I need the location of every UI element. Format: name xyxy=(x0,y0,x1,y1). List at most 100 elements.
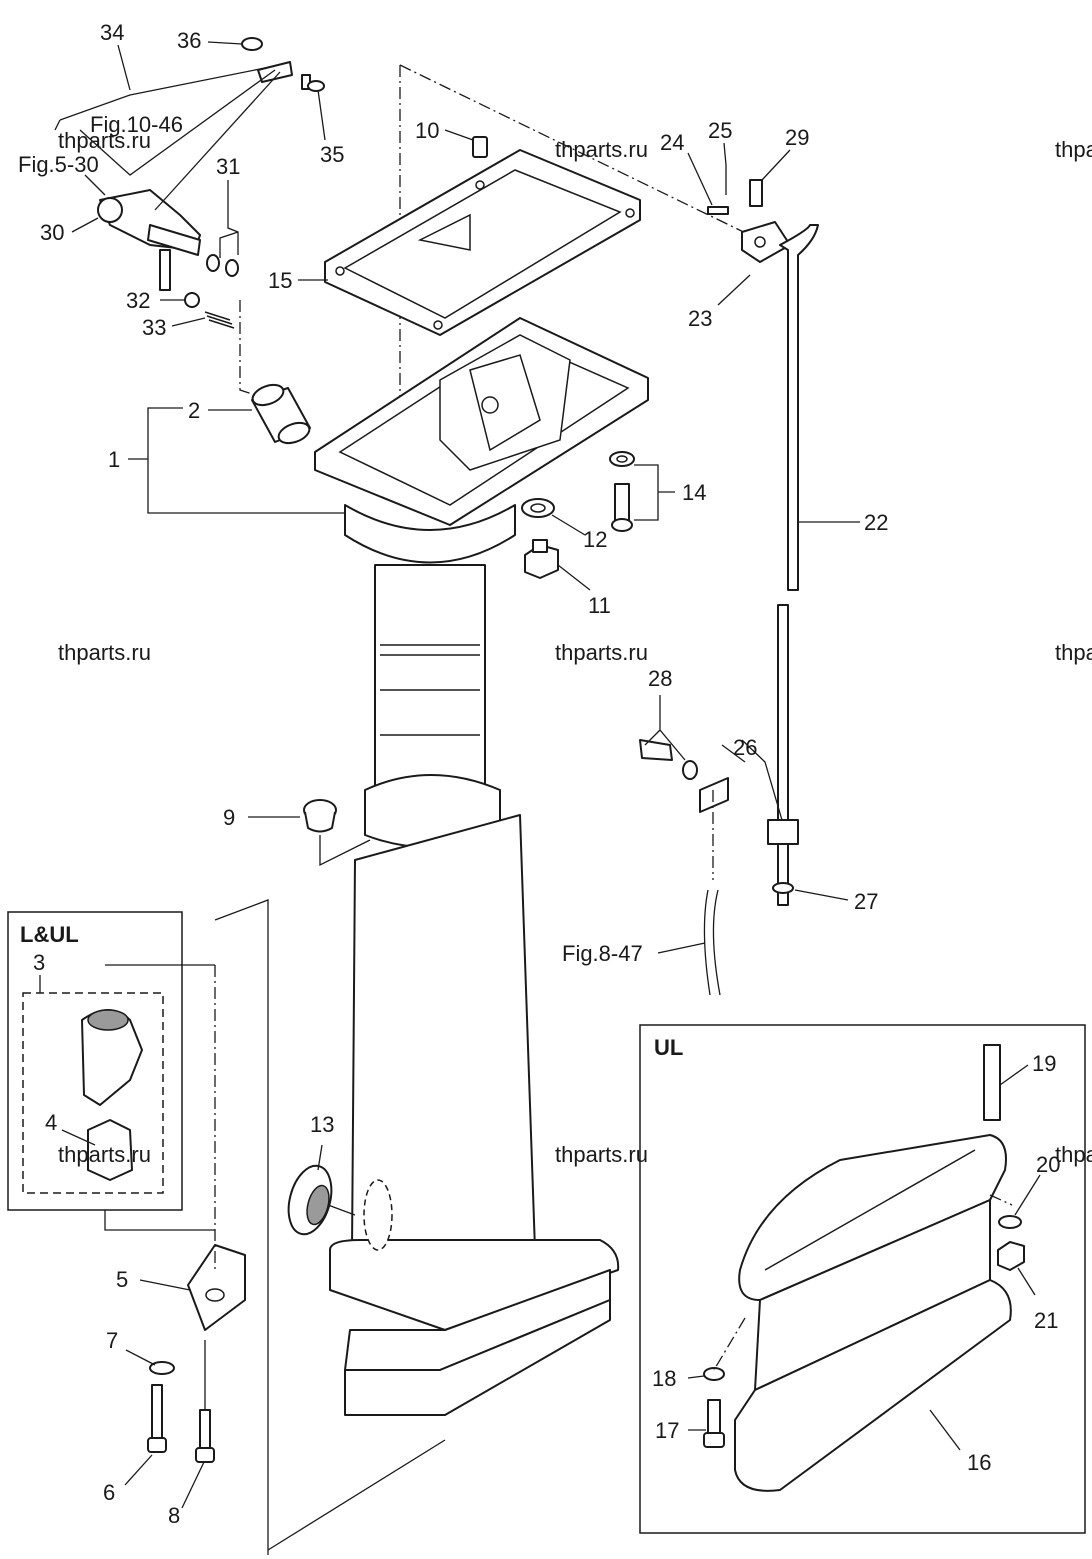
leader-4 xyxy=(61,1129,96,1146)
box-3-4-group xyxy=(22,992,164,1194)
callout-30: 30 xyxy=(40,220,64,245)
watermark: thparts.ru xyxy=(58,640,151,665)
shift-rod-long xyxy=(777,224,819,906)
callout-4: 4 xyxy=(45,1110,57,1135)
callout-29: 29 xyxy=(785,125,809,150)
washer-7 xyxy=(149,1361,175,1375)
leader-8 xyxy=(181,1461,205,1509)
watermark: thparts.ru xyxy=(1055,137,1092,162)
bolt-with-washer xyxy=(609,451,635,532)
box-title-ultralong: UL xyxy=(654,1035,683,1060)
leader-18 xyxy=(687,1375,705,1379)
pin xyxy=(707,206,729,215)
leader-35 xyxy=(317,89,326,141)
callout-24: 24 xyxy=(660,130,684,155)
leader-13 xyxy=(317,1144,356,1216)
box-ultralong xyxy=(639,1024,1086,1534)
gasket xyxy=(324,149,641,336)
leader-20 xyxy=(1014,1174,1041,1216)
watermark: thparts.ru xyxy=(58,1142,151,1167)
leader-33 xyxy=(171,317,206,327)
connector-bolt xyxy=(639,739,698,780)
leader-9 xyxy=(248,816,371,867)
grommet xyxy=(287,1164,333,1236)
leader-24 xyxy=(687,152,713,206)
washer-18 xyxy=(703,1367,725,1381)
reference-line-box xyxy=(104,1210,215,1231)
leader-fig-8-47 xyxy=(657,942,706,954)
callout-7: 7 xyxy=(106,1328,118,1353)
leader-34 xyxy=(117,44,131,91)
fig-ref-10-46: Fig.10-46 xyxy=(90,112,183,137)
leader-21 xyxy=(1017,1267,1036,1296)
rod-grommet xyxy=(772,882,794,894)
watermark: thparts.ru xyxy=(58,128,151,153)
leader-25 xyxy=(723,142,727,166)
callout-14: 14 xyxy=(682,480,706,505)
callout-16: 16 xyxy=(967,1450,991,1475)
axis-line-top xyxy=(399,64,761,241)
leader-11 xyxy=(557,564,591,591)
leader-19 xyxy=(999,1064,1029,1086)
callout-26: 26 xyxy=(733,735,757,760)
shift-lever-assembly xyxy=(97,189,201,291)
callout-8: 8 xyxy=(168,1503,180,1528)
reference-line-left xyxy=(214,899,269,1555)
watermark: thparts.ru xyxy=(1055,640,1092,665)
callout-17: 17 xyxy=(655,1418,679,1443)
watermark: thparts.ru xyxy=(1055,1142,1092,1167)
nut xyxy=(524,539,559,579)
callout-22: 22 xyxy=(864,510,888,535)
leader-36 xyxy=(207,41,243,45)
callout-2: 2 xyxy=(188,398,200,423)
leader-10 xyxy=(444,129,474,141)
fig-ref-5-30: Fig.5-30 xyxy=(18,152,99,177)
leader-16 xyxy=(929,1409,961,1451)
rod-connector xyxy=(699,777,799,845)
screw xyxy=(749,179,763,207)
nut-4 xyxy=(87,1119,133,1181)
clip xyxy=(241,37,263,51)
leader-1 xyxy=(128,407,345,514)
callout-15: 15 xyxy=(268,268,292,293)
clamp-bracket xyxy=(741,221,791,263)
callout-36: 36 xyxy=(177,28,201,53)
callout-27: 27 xyxy=(854,889,878,914)
callout-20: 20 xyxy=(1036,1152,1060,1177)
callout-21: 21 xyxy=(1034,1308,1058,1333)
callout-12: 12 xyxy=(583,527,607,552)
leader-6 xyxy=(124,1454,153,1486)
callout-6: 6 xyxy=(103,1480,115,1505)
sleeve xyxy=(251,383,311,445)
rod-8-47 xyxy=(703,889,721,996)
leader-28 xyxy=(644,695,686,761)
leader-27 xyxy=(794,889,849,901)
bolt-8 xyxy=(195,1409,215,1463)
bracket-3 xyxy=(81,1009,143,1106)
callout-5: 5 xyxy=(116,1267,128,1292)
watermark: thparts.ru xyxy=(555,640,648,665)
leader-20-dash xyxy=(989,1194,1013,1206)
leader-12 xyxy=(551,514,586,536)
shift-rod xyxy=(54,61,293,131)
callout-10: 10 xyxy=(415,118,439,143)
callout-9: 9 xyxy=(223,805,235,830)
leader-18-dash xyxy=(713,1317,746,1371)
dowel-pin xyxy=(472,136,488,158)
stud-19 xyxy=(983,1044,1001,1121)
leader-14 xyxy=(634,464,675,521)
nut-21 xyxy=(997,1241,1025,1271)
plug xyxy=(303,799,337,833)
callout-18: 18 xyxy=(652,1366,676,1391)
callout-31: 31 xyxy=(216,154,240,179)
leader-26 xyxy=(721,739,783,821)
callout-23: 23 xyxy=(688,306,712,331)
leader-30 xyxy=(71,217,99,233)
extension-16 xyxy=(734,1134,1012,1492)
washer xyxy=(521,498,555,518)
callout-34: 34 xyxy=(100,20,124,45)
leader-fig-5-30 xyxy=(84,174,106,196)
callout-33: 33 xyxy=(142,315,166,340)
leader-31 xyxy=(219,180,239,258)
